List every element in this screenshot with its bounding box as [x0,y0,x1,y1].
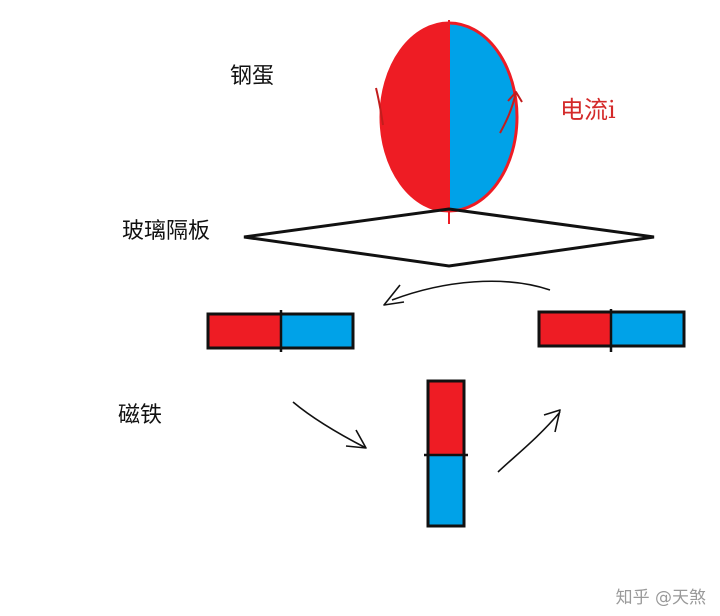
glass-plate [243,207,655,268]
egg-red-half [381,23,449,211]
current-arrow-right-icon [499,91,523,134]
steel-egg-label: 钢蛋 [230,64,275,89]
magnet-left [206,310,355,352]
magnet-right [537,309,686,352]
current-label: 电流i [560,96,616,124]
steel-egg [379,20,519,224]
rotation-arrow-left-icon [292,401,367,449]
rotation-arrow-top-icon [383,280,551,306]
magnet-label: 磁铁 [118,403,163,428]
current-arrow-left-icon [375,87,384,126]
magnet-bottom [424,379,468,528]
watermark: 知乎 @天煞 [615,588,706,608]
egg-blue-half [449,23,517,211]
rotation-arrow-right-icon [497,409,561,473]
glass-plate-label: 玻璃隔板 [122,219,211,244]
